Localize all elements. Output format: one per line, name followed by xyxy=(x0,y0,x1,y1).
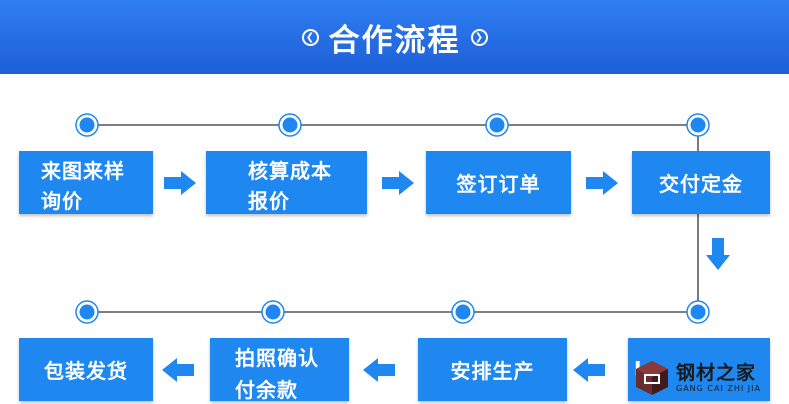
node-top-4 xyxy=(686,113,710,137)
header-banner: ❮ 合作流程 ❯ xyxy=(0,0,789,74)
node-top-3 xyxy=(485,113,509,137)
arrow-left-icon xyxy=(363,358,395,382)
page-title: 合作流程 xyxy=(328,22,461,59)
step-5-box: 安排生产 xyxy=(418,338,567,401)
arrow-right-icon xyxy=(382,171,414,195)
step-6-line-1: 拍照确认 xyxy=(235,346,319,370)
node-bottom-2 xyxy=(261,300,285,324)
step-2-line-2: 报价 xyxy=(248,189,290,213)
step-4-label: 交付定金 xyxy=(659,172,743,196)
node-bottom-3 xyxy=(451,300,475,324)
title-group: ❮ 合作流程 ❯ xyxy=(301,15,488,60)
chevron-right-circle-icon: ❯ xyxy=(470,28,488,46)
node-bottom-1 xyxy=(75,300,99,324)
step-1-line-2: 询价 xyxy=(41,189,83,213)
step-5-label: 安排生产 xyxy=(450,359,535,383)
watermark-text-cn: 钢材之家 xyxy=(676,362,757,384)
chevron-left-circle-icon: ❮ xyxy=(301,28,319,46)
arrow-left-icon xyxy=(573,358,605,382)
step-7-box: 包装发货 xyxy=(19,338,153,401)
step-1-line-1: 来图来样 xyxy=(41,159,125,183)
watermark-text: 钢材之家 GANG CAI ZHI JIA xyxy=(676,362,761,394)
step-2-line-1: 核算成本 xyxy=(248,159,332,183)
step-3-label: 签订订单 xyxy=(456,172,541,196)
arrow-right-icon xyxy=(164,171,196,195)
arrow-down-icon xyxy=(706,238,730,270)
arrow-left-icon xyxy=(162,358,194,382)
step-6-line-2: 付余款 xyxy=(235,378,298,402)
step-6-box: 拍照确认 付余款 xyxy=(210,338,349,402)
node-bottom-4 xyxy=(686,300,710,324)
node-top-2 xyxy=(278,113,302,137)
step-1-box: 来图来样 询价 xyxy=(19,151,153,214)
step-4-box: 交付定金 xyxy=(632,151,770,214)
step-2-box: 核算成本 报价 xyxy=(206,151,367,214)
node-top-1 xyxy=(75,113,99,137)
cube-logo-icon xyxy=(636,361,668,395)
watermark-text-en: GANG CAI ZHI JIA xyxy=(676,384,761,393)
step-3-box: 签订订单 xyxy=(426,151,571,214)
step-7-label: 包装发货 xyxy=(44,359,128,383)
arrow-right-icon xyxy=(586,171,618,195)
watermark-logo: 钢材之家 GANG CAI ZHI JIA xyxy=(632,352,789,404)
